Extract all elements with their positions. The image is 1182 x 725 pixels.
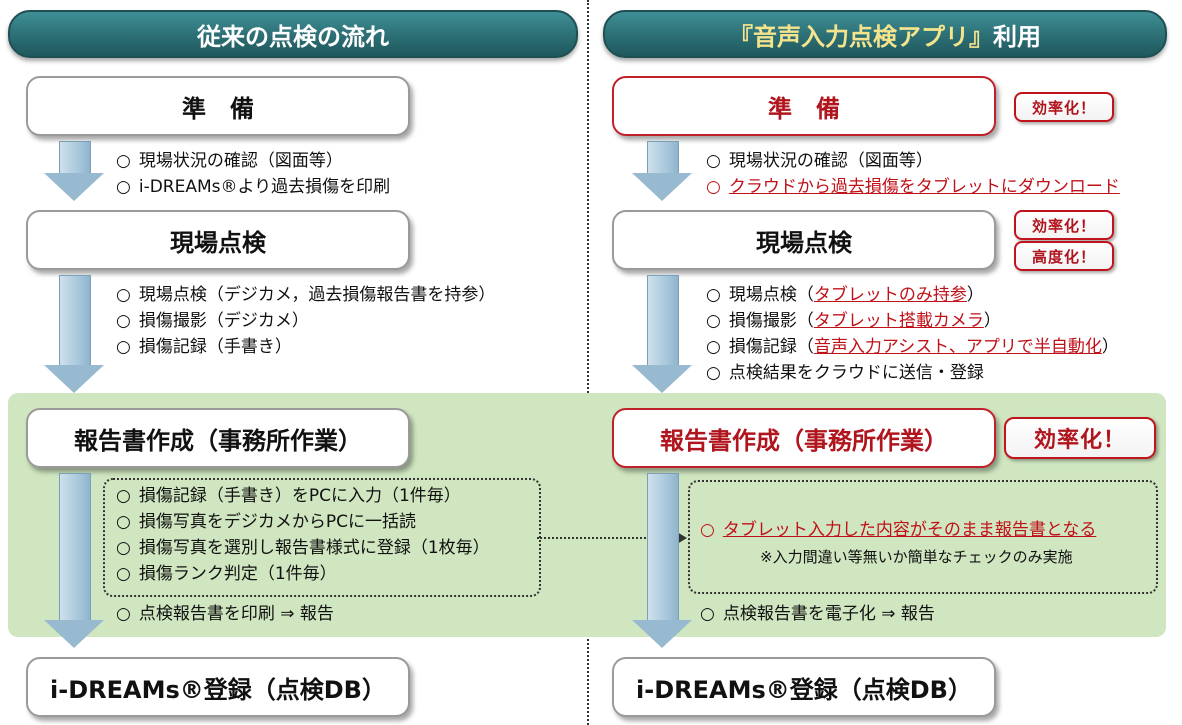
right-prep-item-1: ○現場状況の確認（図面等） <box>706 151 933 171</box>
left-report-item-1: ○損傷記録（手書き）をPCに入力（1件毎） <box>116 486 461 506</box>
comparison-connector-head <box>677 532 687 544</box>
left-arrow-1 <box>44 141 104 201</box>
left-report-item-4: ○損傷ランク判定（1件毎） <box>116 564 337 584</box>
left-step-field-label: 現場点検 <box>170 228 266 257</box>
center-divider <box>587 0 589 725</box>
right-arrow-2 <box>632 275 692 393</box>
right-report-after: ○点検報告書を電子化 ⇒ 報告 <box>700 604 935 624</box>
right-step-prep-label: 準 備 <box>768 94 840 123</box>
right-step-field: 現場点検 <box>612 210 996 270</box>
right-step-db: i-DREAMs®登録（点検DB） <box>612 657 996 717</box>
right-report-task-box <box>688 480 1158 594</box>
left-field-item-1: ○現場点検（デジカメ，過去損傷報告書を持参） <box>116 285 496 305</box>
left-step-field: 現場点検 <box>26 210 410 270</box>
right-prep-item-2: ○クラウドから過去損傷をタブレットにダウンロード <box>706 177 1120 197</box>
right-arrow-3 <box>632 473 692 648</box>
right-field-item-3: ○損傷記録（音声入力アシスト、アプリで半自動化） <box>706 337 1119 357</box>
left-field-item-2: ○損傷撮影（デジカメ） <box>116 311 309 331</box>
left-step-db-label: i-DREAMs®登録（点検DB） <box>50 675 386 704</box>
left-step-report-label: 報告書作成（事務所作業） <box>74 426 362 455</box>
left-arrow-2 <box>44 275 104 393</box>
right-step-report: 報告書作成（事務所作業） <box>612 408 996 468</box>
left-header-title: 従来の点検の流れ <box>197 22 389 51</box>
left-report-item-2: ○損傷写真をデジカメからPCに一括読 <box>116 512 416 532</box>
right-header-quote: 『音声入力点検アプリ』 <box>729 22 993 51</box>
right-step-db-label: i-DREAMs®登録（点検DB） <box>636 675 972 704</box>
right-report-item-note: ※入力間違い等無いか簡単なチェックのみ実施 <box>760 548 1073 566</box>
left-step-report: 報告書作成（事務所作業） <box>26 408 410 468</box>
right-field-item-1: ○現場点検（タブレットのみ持参） <box>706 285 984 305</box>
right-report-item-main: ○タブレット入力した内容がそのまま報告書となる <box>700 520 1097 540</box>
right-header: 『音声入力点検アプリ』利用 <box>603 10 1167 58</box>
left-step-prep: 準 備 <box>26 76 410 136</box>
left-step-prep-label: 準 備 <box>182 94 254 123</box>
badge-field-efficiency: 効率化！ <box>1014 210 1114 240</box>
left-report-item-3: ○損傷写真を選別し報告書様式に登録（1枚毎） <box>116 538 490 558</box>
badge-field-advancement: 高度化！ <box>1014 241 1114 271</box>
right-step-prep: 準 備 <box>612 76 996 136</box>
right-field-item-4: ○点検結果をクラウドに送信・登録 <box>706 363 984 383</box>
badge-report-efficiency: 効率化！ <box>1004 417 1156 459</box>
comparison-connector <box>537 537 677 539</box>
left-arrow-3 <box>44 473 104 648</box>
right-field-item-2: ○損傷撮影（タブレット搭載カメラ） <box>706 311 1001 331</box>
right-header-suffix: 利用 <box>993 22 1041 51</box>
badge-prep-efficiency: 効率化！ <box>1014 92 1114 122</box>
left-step-db: i-DREAMs®登録（点検DB） <box>26 657 410 717</box>
right-step-field-label: 現場点検 <box>756 228 852 257</box>
left-header: 従来の点検の流れ <box>8 10 578 58</box>
left-prep-item-2: ○i-DREAMs®より過去損傷を印刷 <box>116 177 391 197</box>
right-arrow-1 <box>632 141 692 201</box>
left-field-item-3: ○損傷記録（手書き） <box>116 337 292 357</box>
left-prep-item-1: ○現場状況の確認（図面等） <box>116 151 343 171</box>
left-report-after: ○点検報告書を印刷 ⇒ 報告 <box>116 604 334 624</box>
right-step-report-label: 報告書作成（事務所作業） <box>660 426 948 455</box>
